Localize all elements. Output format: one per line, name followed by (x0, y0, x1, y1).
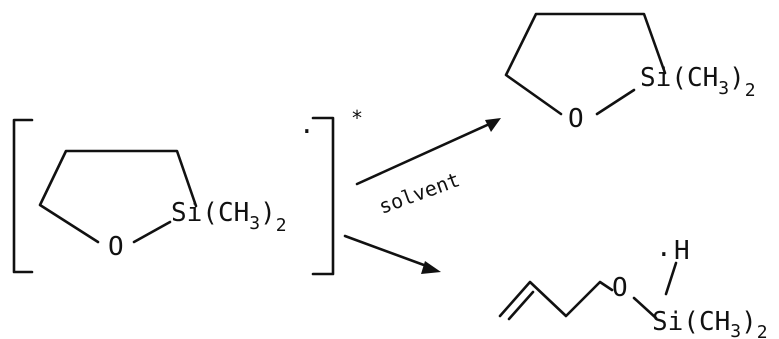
right-bracket (311, 116, 335, 276)
left-bracket (12, 118, 34, 274)
complex-radical-dot: · (299, 117, 315, 147)
allyl-double-bond (507, 290, 535, 321)
complex-o-si-bond (132, 220, 172, 244)
complex-silicon-group: Si(CH3)2 (171, 198, 287, 236)
cyclic-silane-product: O Si(CH3)2 (504, 12, 756, 134)
excited-state-mark: * (351, 106, 363, 130)
allyl-chain-bonds (498, 280, 614, 318)
si-h-bond (664, 261, 678, 296)
o-si-bond (632, 296, 658, 320)
radical-complex: O Si(CH3)2 · * (12, 106, 363, 276)
product-silicon-group: Si(CH3)2 (640, 63, 756, 101)
product-ring-bonds (504, 12, 667, 116)
product-o-si-bond (595, 88, 636, 116)
allyloxy-silyl-radical-product: O H · Si(CH3)2 (498, 236, 768, 339)
product-ring-oxygen: O (568, 104, 584, 134)
solvent-label: solvent (376, 167, 463, 218)
silicon-hydrogen: H (674, 236, 690, 266)
silyl-radical-dot: · (656, 240, 672, 270)
complex-ring-bonds (38, 149, 198, 244)
ether-oxygen: O (612, 273, 628, 303)
complex-ring-oxygen: O (108, 232, 124, 262)
silyl-silicon-group: Si(CH3)2 (652, 307, 768, 339)
lower-reaction-arrow (343, 234, 441, 274)
upper-reaction-arrow: solvent (355, 118, 501, 219)
